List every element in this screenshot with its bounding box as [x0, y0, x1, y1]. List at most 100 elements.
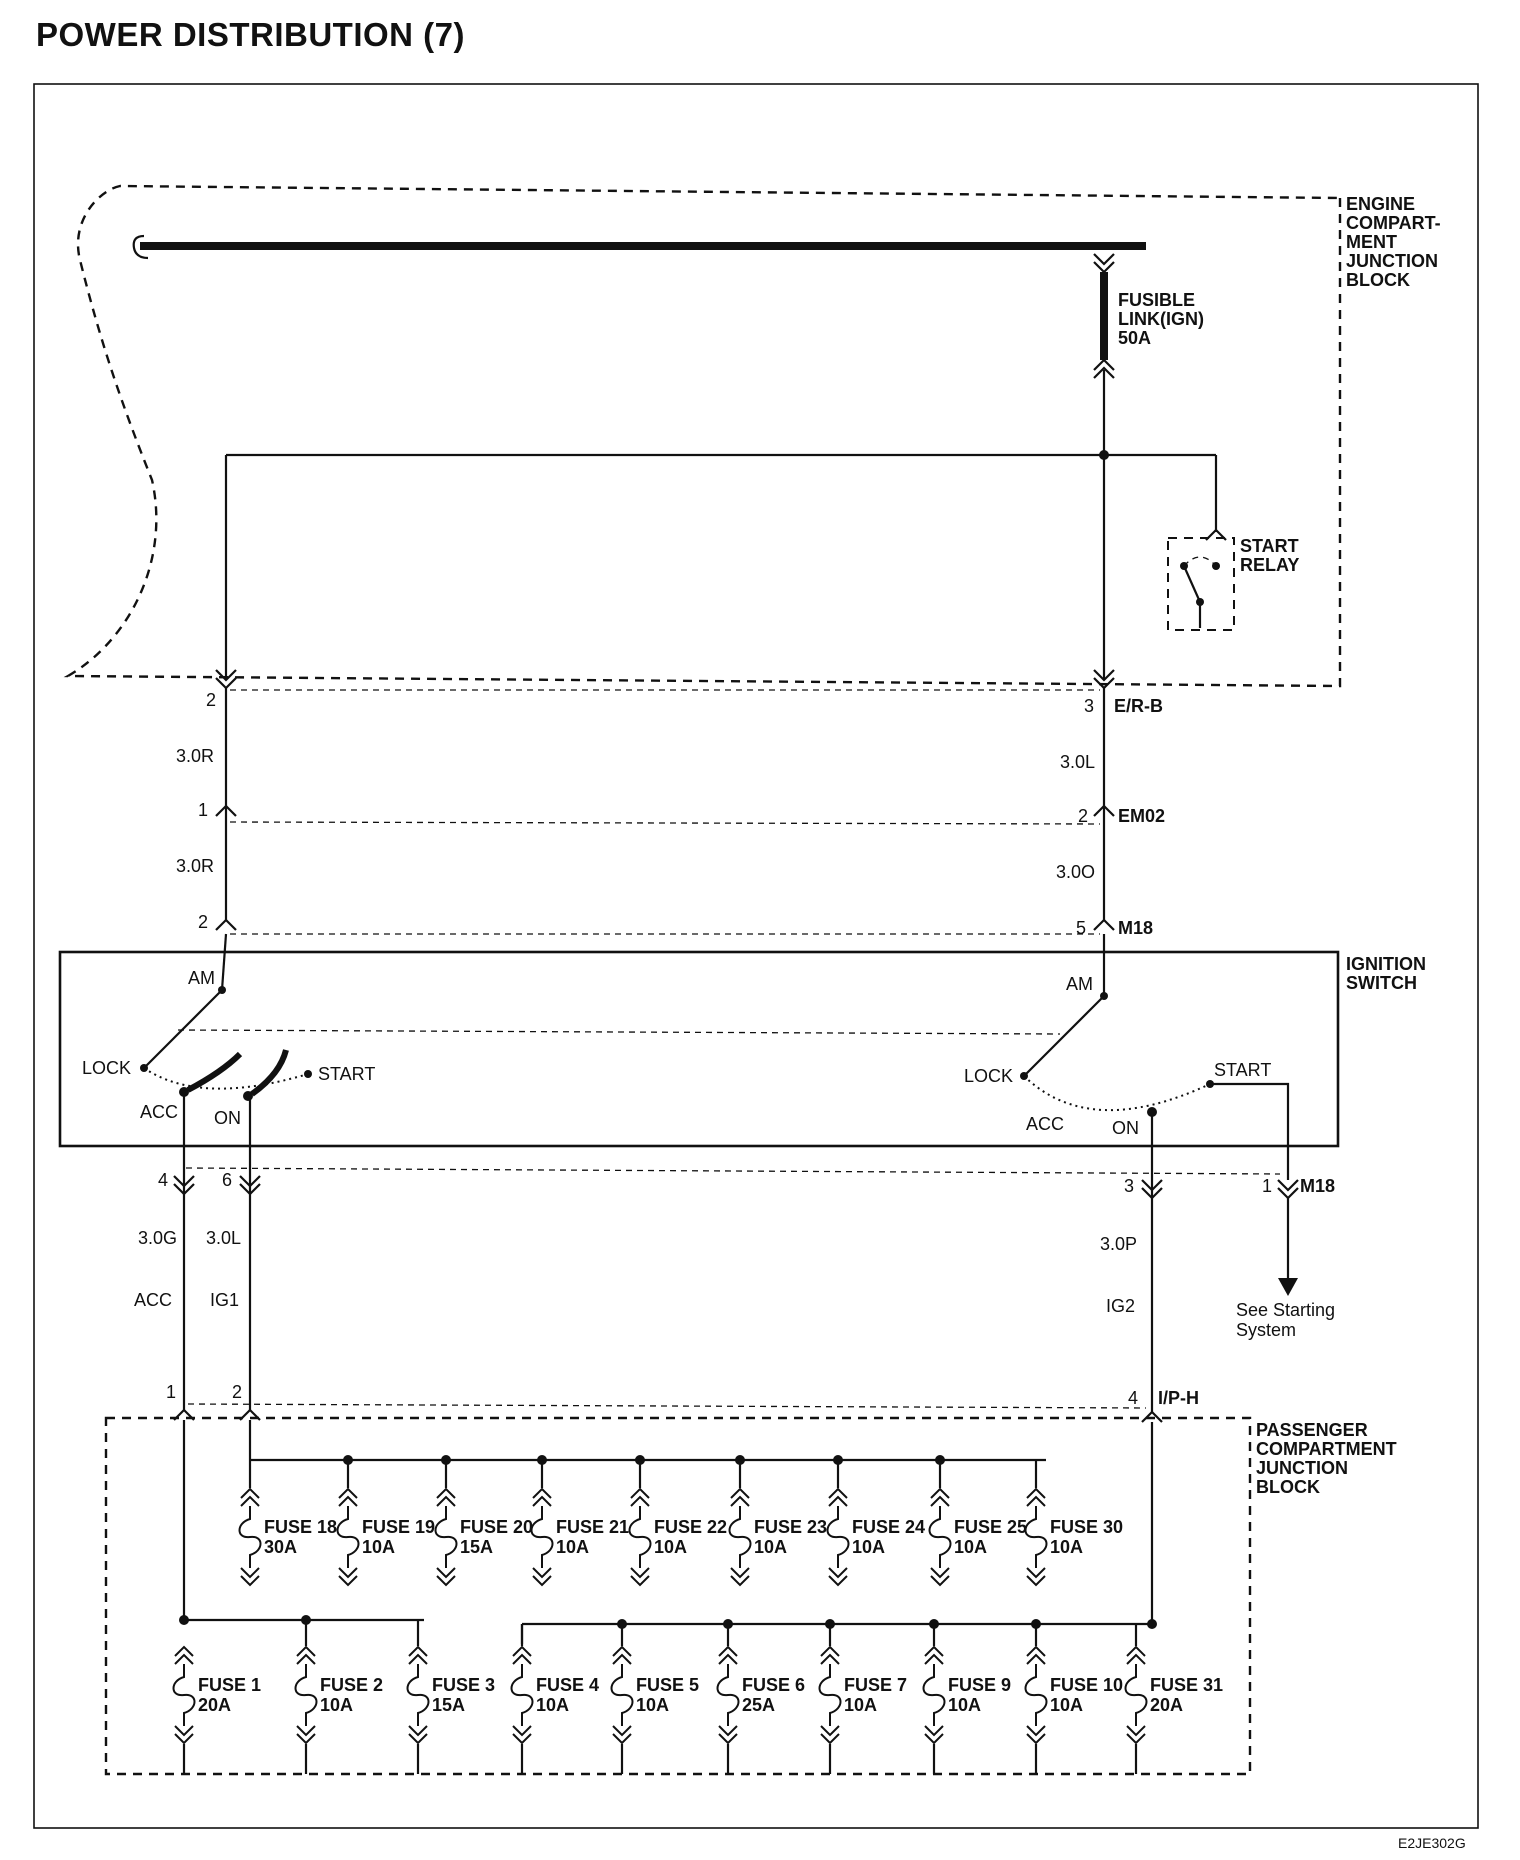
fuse-rating: 10A [536, 1695, 569, 1715]
start-relay-switch [1182, 565, 1202, 603]
fuse-top-connector [630, 1487, 650, 1507]
fuse-top-connector [240, 1487, 260, 1507]
fuse-name: FUSE 31 [1150, 1675, 1223, 1695]
fuse-top-connector [1026, 1645, 1046, 1665]
fuse-top-connector [730, 1487, 750, 1507]
pin-acc-m18: 4 [158, 1170, 168, 1190]
fuse-element [1024, 1506, 1048, 1568]
fuse-bottom-connector [1126, 1725, 1146, 1745]
fuse-element [928, 1506, 952, 1568]
start-arrow [1278, 1278, 1298, 1296]
ig2-iph-connector [1141, 1410, 1163, 1423]
fuse-name: FUSE 5 [636, 1675, 699, 1695]
pin-ig2-iph: 4 [1128, 1388, 1138, 1408]
engine-block-boundary [63, 184, 1342, 688]
fuse-name: FUSE 24 [852, 1517, 925, 1537]
fuse-element [238, 1506, 262, 1568]
pin-left-em02: 1 [198, 800, 208, 820]
left-switch-arc [143, 1067, 309, 1090]
passenger-block-label-2: COMPARTMENT [1256, 1439, 1397, 1459]
fuse-element [294, 1664, 318, 1726]
left-lock-label: LOCK [82, 1058, 131, 1078]
fuse-top-connector [532, 1487, 552, 1507]
diagram-code: E2JE302G [1398, 1835, 1466, 1851]
fuse-element [530, 1506, 554, 1568]
pin-right-em02: 2 [1078, 806, 1088, 826]
passenger-block-label-3: JUNCTION [1256, 1458, 1348, 1478]
wire-left-mid-label: 3.0R [176, 856, 214, 876]
fuse-name: FUSE 18 [264, 1517, 337, 1537]
fuse-bottom-connector [924, 1725, 944, 1745]
wire-left-top-label: 3.0R [176, 746, 214, 766]
ig1-iph-connector [239, 1408, 261, 1421]
start-relay-coil [1183, 556, 1217, 567]
acc-bus-dot [179, 1615, 189, 1625]
fuse-name: FUSE 6 [742, 1675, 805, 1695]
battery-hook [132, 234, 149, 260]
passenger-block-label-1: PASSENGER [1256, 1420, 1368, 1440]
fuse-name: FUSE 2 [320, 1675, 383, 1695]
fuse-bottom-connector [532, 1567, 552, 1587]
fuse-rating: 10A [636, 1695, 669, 1715]
circuit-ig2-label: IG2 [1106, 1296, 1135, 1316]
right-wiper [1023, 995, 1105, 1077]
pin-start-m18: 1 [1262, 1176, 1272, 1196]
fusible-link-label-2: LINK(IGN) [1118, 309, 1204, 329]
right-lock-label: LOCK [964, 1066, 1013, 1086]
fuse-bottom-connector [408, 1725, 428, 1745]
start-relay-box [1167, 537, 1235, 631]
ignition-switch-label-2: SWITCH [1346, 973, 1417, 993]
fuse-element [628, 1506, 652, 1568]
fuse-bottom-connector [436, 1567, 456, 1587]
fuse-bottom-connector [1026, 1567, 1046, 1587]
passenger-block-boundary [104, 1416, 1252, 1776]
fuse-rating: 15A [432, 1695, 465, 1715]
fuse-top-connector [930, 1487, 950, 1507]
fuse-top-connector [612, 1645, 632, 1665]
fuse-element [728, 1506, 752, 1568]
pin-ig1-m18: 6 [222, 1170, 232, 1190]
engine-block-label-5: BLOCK [1346, 270, 1410, 290]
pin-ig2-m18: 3 [1124, 1176, 1134, 1196]
fuse-rating: 10A [954, 1537, 987, 1557]
fuse-name: FUSE 25 [954, 1517, 1027, 1537]
fuse-bottom-connector [612, 1725, 632, 1745]
fuse-name: FUSE 20 [460, 1517, 533, 1537]
connector-iph: I/P-H [1158, 1388, 1199, 1408]
left-start-label: START [318, 1064, 375, 1084]
acc-iph-connector [173, 1408, 195, 1421]
left-wiper [143, 989, 223, 1069]
em02-connector-line [229, 821, 1101, 825]
am-left-label: AM [188, 968, 215, 988]
fuse-element [336, 1506, 360, 1568]
start-m18-connector [1277, 1179, 1299, 1200]
fuse-top-connector [512, 1645, 532, 1665]
pin-right-erb: 3 [1084, 696, 1094, 716]
fuse-top-connector [828, 1487, 848, 1507]
iph-connector-line [187, 1403, 1147, 1409]
switch-gang-link [177, 1029, 1061, 1035]
left-switch-bar-1 [186, 1051, 243, 1093]
ignition-switch-box [58, 950, 1340, 1148]
fuse-rating: 30A [264, 1537, 297, 1557]
fuse-name: FUSE 9 [948, 1675, 1011, 1695]
connector-em02: EM02 [1118, 806, 1165, 826]
fuse-name: FUSE 19 [362, 1517, 435, 1537]
fusible-link-label-3: 50A [1118, 328, 1151, 348]
right-acc-label: ACC [1026, 1114, 1064, 1134]
fuse-name: FUSE 1 [198, 1675, 261, 1695]
fuse-bottom-connector [730, 1567, 750, 1587]
fuse-element [434, 1506, 458, 1568]
fuse-rating: 10A [556, 1537, 589, 1557]
engine-block-label-4: JUNCTION [1346, 251, 1438, 271]
right-switch-arc [1023, 1075, 1211, 1112]
